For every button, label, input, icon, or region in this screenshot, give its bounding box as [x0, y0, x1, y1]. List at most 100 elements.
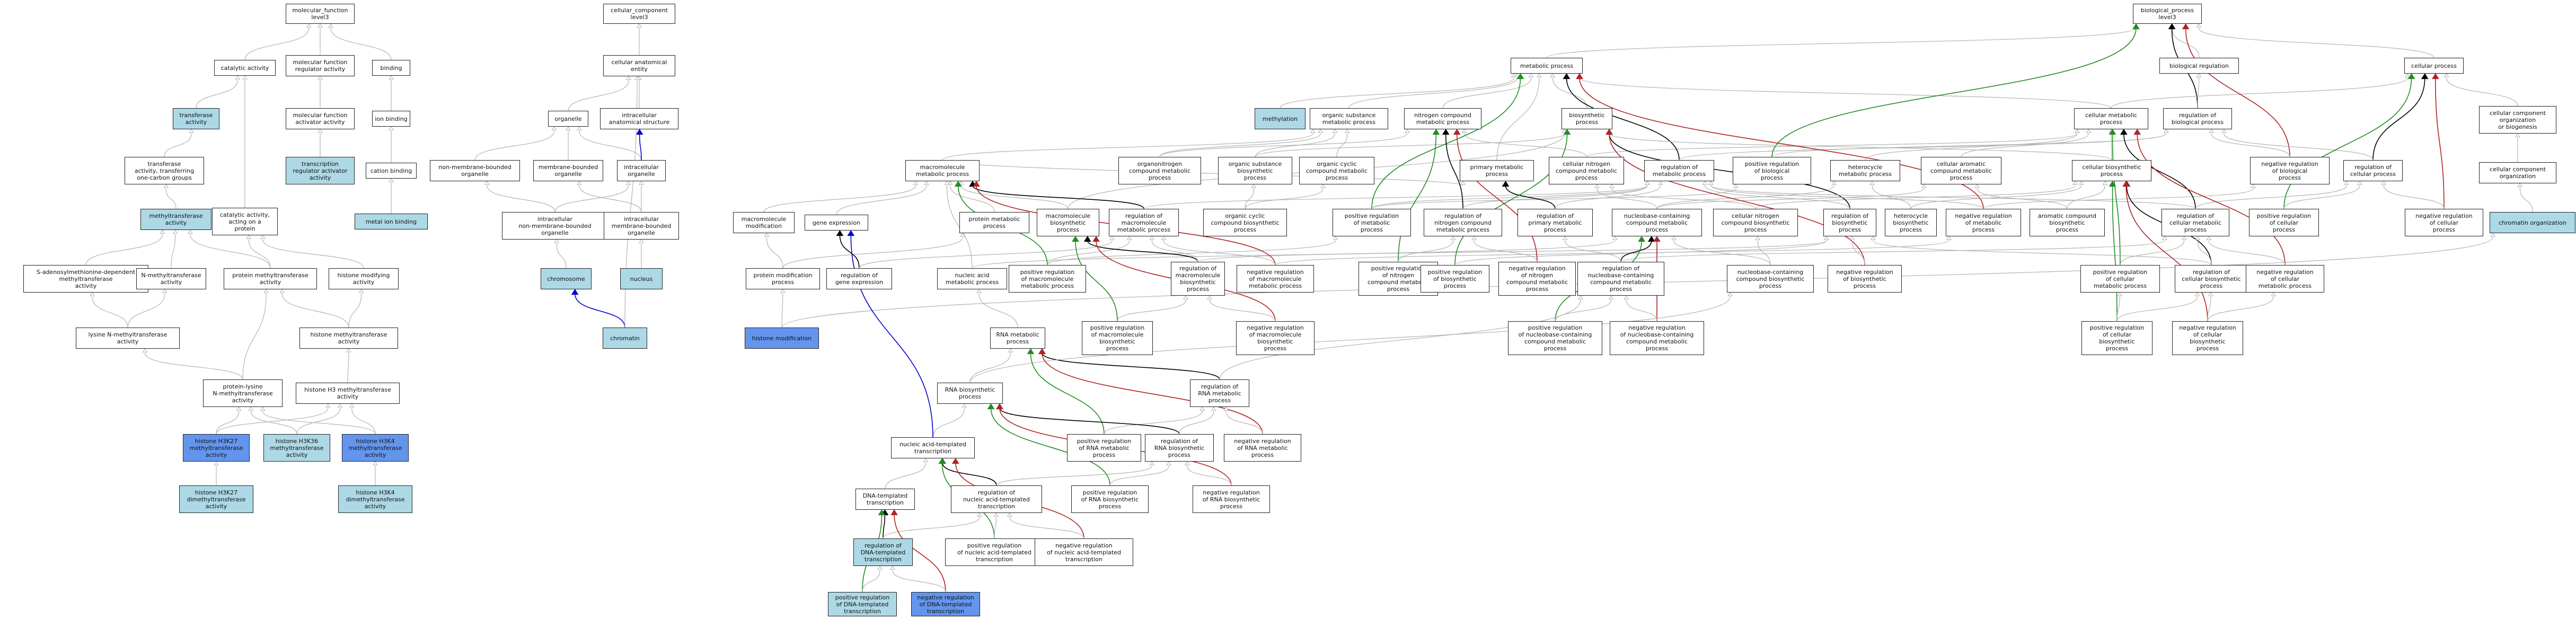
go-term-node[interactable]: positive regulation of RNA biosynthetic …	[1071, 485, 1149, 513]
go-term-node[interactable]: regulation of cellular metabolic process	[2162, 209, 2229, 236]
go-term-node[interactable]: regulation of primary metabolic process	[1518, 209, 1593, 236]
go-term-node[interactable]: negative regulation of cellular metaboli…	[2246, 265, 2324, 293]
go-term-node[interactable]: histone methyltransferase activity	[299, 328, 398, 349]
go-term-node[interactable]: positive regulation of cellular metaboli…	[2080, 265, 2160, 293]
go-term-node[interactable]: non-membrane-bounded organelle	[430, 160, 520, 181]
go-term-node[interactable]: regulation of cellular biosynthetic proc…	[2175, 265, 2248, 293]
go-term-node[interactable]: ion binding	[372, 111, 410, 127]
go-term-node[interactable]: N-methyltransferase activity	[136, 268, 206, 289]
go-term-node[interactable]: histone H3K4 dimethyltransferase activit…	[338, 485, 412, 513]
go-term-node[interactable]: regulation of cellular process	[2343, 160, 2403, 181]
go-term-node[interactable]: nucleus	[620, 268, 663, 289]
go-term-node[interactable]: regulation of RNA biosynthetic process	[1145, 434, 1214, 462]
go-term-node[interactable]: protein metabolic process	[959, 212, 1029, 233]
go-term-node[interactable]: S-adenosylmethionine-dependent methyltra…	[23, 265, 148, 293]
go-term-node[interactable]: positive regulation of metabolic process	[1333, 209, 1411, 236]
go-term-node[interactable]: metabolic process	[1511, 58, 1583, 74]
go-term-node[interactable]: transferase activity, transferring one-c…	[125, 157, 204, 184]
go-term-node[interactable]: molecular_function level3	[286, 4, 355, 24]
go-term-node[interactable]: regulation of nucleobase-containing comp…	[1577, 262, 1664, 296]
go-term-node[interactable]: positive regulation of biological proces…	[1733, 157, 1811, 184]
go-term-node[interactable]: intracellular organelle	[617, 160, 666, 181]
go-term-node[interactable]: intracellular non-membrane-bounded organ…	[502, 212, 608, 240]
go-term-node[interactable]: organic substance metabolic process	[1310, 108, 1388, 129]
go-term-node[interactable]: heterocycle biosynthetic process	[1885, 209, 1937, 236]
go-term-node[interactable]: metal ion binding	[355, 214, 428, 229]
go-term-node[interactable]: chromatin organization	[2490, 212, 2575, 233]
go-term-node[interactable]: molecular function regulator activity	[286, 55, 355, 76]
go-term-node[interactable]: organic substance biosynthetic process	[1218, 157, 1292, 184]
go-term-node[interactable]: positive regulation of DNA-templated tra…	[828, 592, 897, 616]
go-term-node[interactable]: chromosome	[541, 268, 592, 289]
go-term-node[interactable]: cellular anatomical entity	[603, 55, 675, 76]
go-term-node[interactable]: protein methyltransferase activity	[224, 268, 317, 289]
go-term-node[interactable]: binding	[372, 60, 410, 76]
go-term-node[interactable]: negative regulation of RNA metabolic pro…	[1224, 434, 1301, 462]
go-term-node[interactable]: macromolecule metabolic process	[905, 160, 980, 181]
go-term-node[interactable]: regulation of nucleic acid-templated tra…	[951, 485, 1042, 513]
go-term-node[interactable]: organonitrogen compound metabolic proces…	[1118, 157, 1201, 184]
go-term-node[interactable]: negative regulation of DNA-templated tra…	[911, 592, 980, 616]
go-term-node[interactable]: nucleic acid metabolic process	[937, 268, 1007, 289]
go-term-node[interactable]: DNA-templated transcription	[855, 489, 915, 510]
go-term-node[interactable]: histone H3K27 methyltransferase activity	[183, 434, 250, 462]
go-term-node[interactable]: positive regulation of nucleic acid-temp…	[945, 538, 1044, 566]
go-term-node[interactable]: positive regulation of nucleobase-contai…	[1508, 321, 1602, 355]
go-term-node[interactable]: negative regulation of RNA biosynthetic …	[1193, 485, 1270, 513]
go-term-node[interactable]: aromatic compound biosynthetic process	[2030, 209, 2105, 236]
go-term-node[interactable]: nucleobase-containing compound metabolic…	[1612, 209, 1702, 236]
go-term-node[interactable]: positive regulation of cellular process	[2249, 209, 2319, 236]
go-term-node[interactable]: negative regulation of nitrogen compound…	[1498, 262, 1576, 296]
go-term-node[interactable]: negative regulation of cellular process	[2405, 209, 2483, 236]
go-term-node[interactable]: negative regulation of nucleic acid-temp…	[1035, 538, 1133, 566]
go-term-node[interactable]: histone modification	[745, 328, 819, 349]
go-term-node[interactable]: positive regulation of macromolecule bio…	[1082, 321, 1153, 355]
go-term-node[interactable]: methylation	[1255, 108, 1305, 129]
go-term-node[interactable]: RNA biosynthetic process	[937, 383, 1003, 404]
go-term-node[interactable]: positive regulation of RNA metabolic pro…	[1067, 434, 1141, 462]
go-term-node[interactable]: histone modifying activity	[329, 268, 399, 289]
go-term-node[interactable]: biological regulation	[2159, 58, 2239, 74]
go-term-node[interactable]: molecular function activator activity	[286, 108, 355, 129]
go-term-node[interactable]: negative regulation of biological proces…	[2250, 157, 2330, 184]
go-term-node[interactable]: regulation of gene expression	[826, 268, 892, 289]
go-term-node[interactable]: transferase activity	[173, 108, 219, 129]
go-term-node[interactable]: regulation of DNA-templated transcriptio…	[853, 538, 913, 566]
go-term-node[interactable]: negative regulation of macromolecule bio…	[1236, 321, 1315, 355]
go-term-node[interactable]: negative regulation of nucleobase-contai…	[1610, 321, 1704, 355]
go-term-node[interactable]: negative regulation of cellular biosynth…	[2172, 321, 2243, 355]
go-term-node[interactable]: histone H3K36 methyltransferase activity	[263, 434, 330, 462]
go-term-node[interactable]: chromatin	[603, 328, 647, 349]
go-term-node[interactable]: protein modification process	[746, 268, 820, 289]
go-term-node[interactable]: cellular process	[2404, 58, 2464, 74]
go-term-node[interactable]: lysine N-methyltransferase activity	[76, 328, 180, 349]
go-term-node[interactable]: macromolecule modification	[733, 212, 795, 233]
go-term-node[interactable]: regulation of macromolecule biosynthetic…	[1171, 262, 1225, 296]
go-term-node[interactable]: macromolecule biosynthetic process	[1037, 209, 1099, 236]
go-term-node[interactable]: regulation of nitrogen compound metaboli…	[1424, 209, 1502, 236]
go-term-node[interactable]: cellular metabolic process	[2074, 108, 2148, 129]
go-term-node[interactable]: protein-lysine N-methyltransferase activ…	[203, 379, 283, 407]
go-term-node[interactable]: biosynthetic process	[1562, 108, 1612, 129]
go-term-node[interactable]: organic cyclic compound metabolic proces…	[1299, 157, 1374, 184]
go-term-node[interactable]: heterocycle metabolic process	[1830, 160, 1900, 181]
go-term-node[interactable]: intracellular anatomical structure	[600, 108, 678, 129]
go-term-node[interactable]: cellular_component level3	[603, 4, 675, 24]
go-term-node[interactable]: regulation of metabolic process	[1644, 160, 1714, 181]
go-term-node[interactable]: catalytic activity	[214, 60, 276, 76]
go-term-node[interactable]: primary metabolic process	[1460, 160, 1534, 181]
go-term-node[interactable]: cellular biosynthetic process	[2072, 160, 2151, 181]
go-term-node[interactable]: negative regulation of macromolecule met…	[1237, 265, 1314, 293]
go-term-node[interactable]: nucleic acid-templated transcription	[891, 437, 975, 458]
go-term-node[interactable]: RNA metabolic process	[990, 328, 1045, 349]
go-term-node[interactable]: cellular component organization	[2479, 162, 2556, 183]
go-term-node[interactable]: biological_process level3	[2133, 4, 2202, 24]
go-term-node[interactable]: positive regulation of biosynthetic proc…	[1421, 265, 1489, 293]
go-term-node[interactable]: cellular component organization or bioge…	[2479, 106, 2556, 134]
go-term-node[interactable]: regulation of biosynthetic process	[1823, 209, 1876, 236]
go-term-node[interactable]: nitrogen compound metabolic process	[1404, 108, 1481, 129]
go-term-node[interactable]: gene expression	[805, 215, 868, 231]
go-term-node[interactable]: cellular nitrogen compound metabolic pro…	[1549, 157, 1624, 184]
go-term-node[interactable]: nucleobase-containing compound biosynthe…	[1727, 265, 1814, 293]
go-term-node[interactable]: regulation of macromolecule metabolic pr…	[1109, 209, 1179, 236]
